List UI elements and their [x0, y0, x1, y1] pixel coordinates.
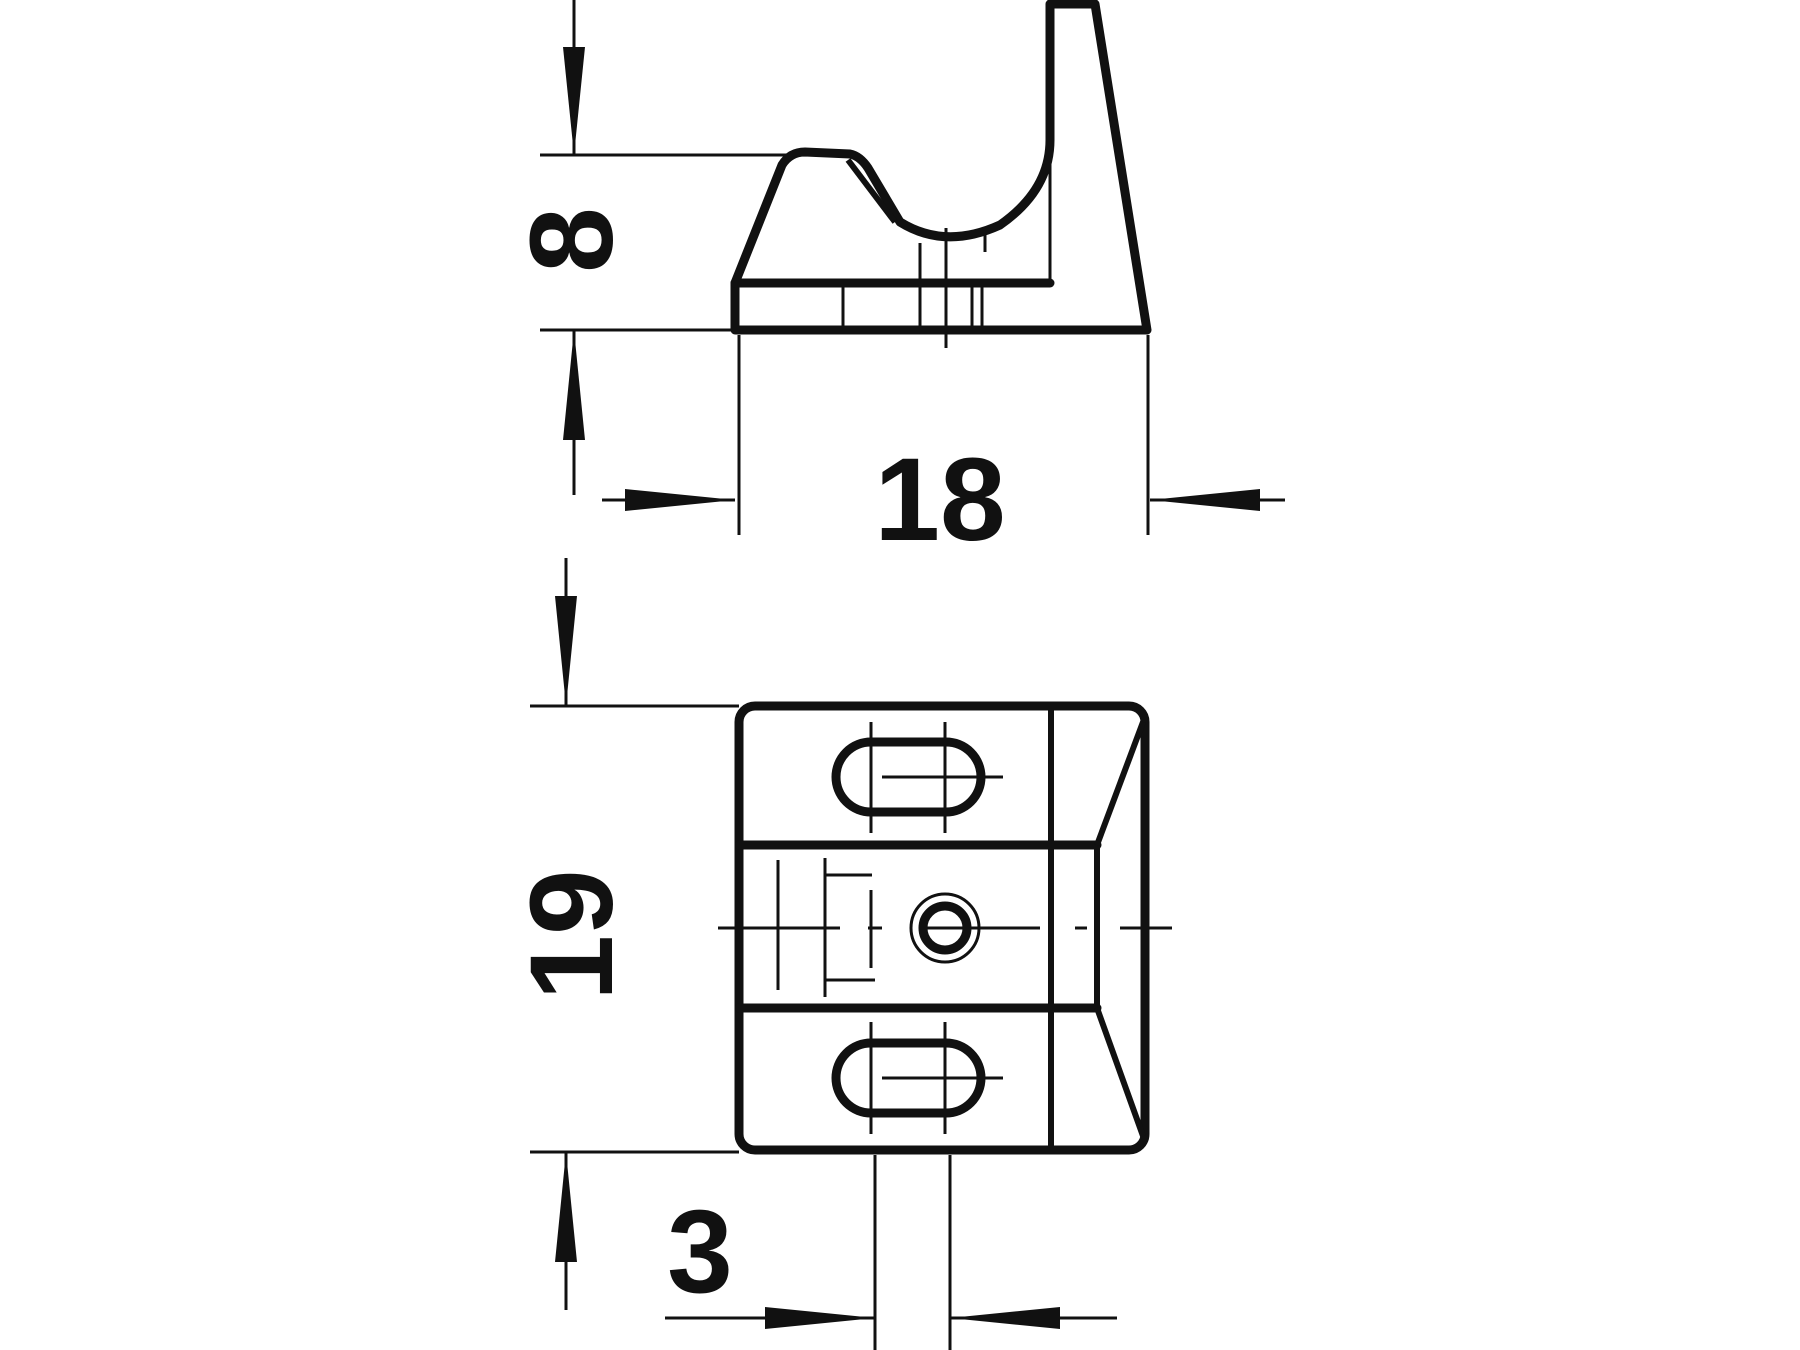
top-view: 19 3: [506, 558, 1172, 1350]
chamfer-line: [1094, 720, 1146, 847]
arrow-right-icon: [765, 1307, 875, 1329]
arrow-up-icon: [563, 330, 585, 440]
side-view-outline: [730, 0, 1152, 335]
arrow-up-icon: [555, 1152, 577, 1262]
arrow-down-icon: [563, 47, 585, 155]
chamfer-line: [1094, 1006, 1146, 1138]
dimension-label-8: 8: [506, 207, 638, 273]
dimension-label-19: 19: [506, 869, 638, 1000]
side-view-inner-curve: [845, 158, 898, 224]
dimension-label-18: 18: [874, 434, 1005, 566]
arrow-left-icon: [950, 1307, 1060, 1329]
arrow-down-icon: [555, 596, 577, 706]
dimension-label-3: 3: [667, 1186, 733, 1318]
arrow-right-icon: [625, 489, 735, 511]
side-view: 8 18: [506, 0, 1285, 566]
arrow-left-icon: [1150, 489, 1260, 511]
